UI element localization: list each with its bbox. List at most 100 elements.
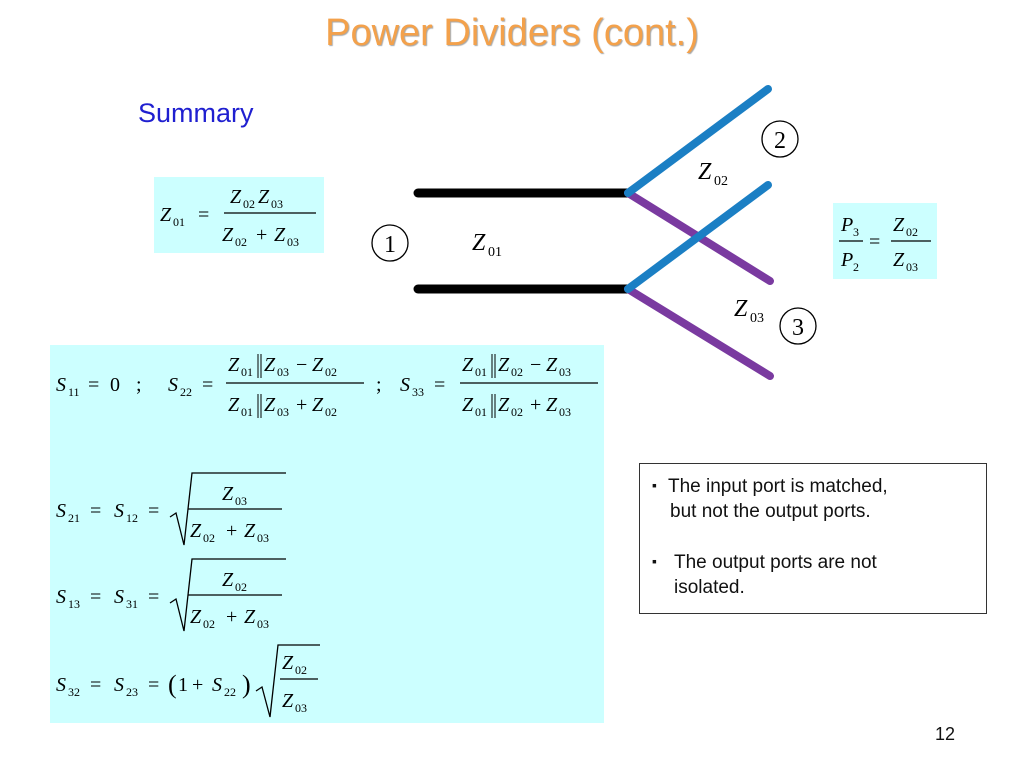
svg-text:=: = <box>88 374 99 396</box>
svg-text:Z: Z <box>244 606 256 628</box>
svg-text:03: 03 <box>295 701 307 715</box>
svg-text:Z: Z <box>264 394 276 416</box>
svg-text:S: S <box>114 674 124 696</box>
svg-text:Z: Z <box>893 214 905 236</box>
svg-text:Z: Z <box>282 652 294 674</box>
svg-text:+: + <box>226 520 237 542</box>
svg-text:Z: Z <box>462 354 474 376</box>
bullet-icon: ▪ <box>652 477 657 493</box>
z02-subscript: 02 <box>714 174 728 189</box>
svg-text:2: 2 <box>853 260 859 274</box>
svg-text:): ) <box>242 670 251 699</box>
svg-text:02: 02 <box>203 531 215 545</box>
svg-text:01: 01 <box>241 365 253 379</box>
svg-text:02: 02 <box>235 580 247 594</box>
svg-text:12: 12 <box>126 511 138 525</box>
svg-text:02: 02 <box>906 225 918 239</box>
svg-text:03: 03 <box>277 405 289 419</box>
svg-text:02: 02 <box>511 405 523 419</box>
note-item-2-line-1: The output ports are not <box>674 552 877 573</box>
svg-text:=: = <box>148 674 159 696</box>
port3-marker <box>779 307 817 345</box>
port2-marker <box>761 120 799 158</box>
port3-label: 3 <box>792 315 804 341</box>
svg-text:Z: Z <box>312 394 324 416</box>
svg-text:03: 03 <box>906 260 918 274</box>
note-item-1-line-2: but not the output ports. <box>670 501 871 522</box>
svg-text:03: 03 <box>277 365 289 379</box>
note-item-2-line-2: isolated. <box>674 577 745 598</box>
svg-text:Z: Z <box>546 394 558 416</box>
svg-text:22: 22 <box>224 685 236 699</box>
svg-text:Z: Z <box>312 354 324 376</box>
svg-text:−: − <box>530 354 541 376</box>
svg-text:22: 22 <box>180 385 192 399</box>
svg-text:Z: Z <box>222 483 234 505</box>
svg-text:Z: Z <box>498 354 510 376</box>
svg-text:01: 01 <box>241 405 253 419</box>
svg-text:13: 13 <box>68 597 80 611</box>
slide-title: Power Dividers (cont.) <box>325 12 699 54</box>
bullet-icon: ▪ <box>652 553 657 569</box>
svg-text:Z: Z <box>222 224 234 246</box>
svg-text:01: 01 <box>475 405 487 419</box>
svg-text:=: = <box>198 204 209 226</box>
svg-text:02: 02 <box>511 365 523 379</box>
svg-text:=: = <box>434 374 445 396</box>
notes-box: ▪ The input port is matched, but not the… <box>639 463 987 614</box>
svg-text:+: + <box>296 394 307 416</box>
svg-text:03: 03 <box>257 531 269 545</box>
note-item-1: ▪ The input port is matched, but not the… <box>652 474 982 524</box>
svg-text:11: 11 <box>68 385 80 399</box>
svg-text:Z: Z <box>462 394 474 416</box>
svg-text:(: ( <box>168 670 177 699</box>
svg-text:3: 3 <box>853 225 859 239</box>
port2-branch-top <box>624 85 772 197</box>
svg-text:Z: Z <box>264 354 276 376</box>
svg-text:Z: Z <box>222 569 234 591</box>
svg-text:S: S <box>56 374 66 396</box>
svg-text:01: 01 <box>173 215 185 229</box>
svg-text:−: − <box>296 354 307 376</box>
svg-text:P: P <box>840 249 853 271</box>
svg-text:02: 02 <box>243 197 255 211</box>
svg-text:33: 33 <box>412 385 424 399</box>
svg-text:S: S <box>212 674 222 696</box>
svg-text:Z: Z <box>230 186 242 208</box>
svg-text:03: 03 <box>559 365 571 379</box>
power-divider-diagram: 1 2 3 Z 01 Z 02 Z 03 <box>371 85 817 380</box>
svg-text:=: = <box>148 500 159 522</box>
svg-text:31: 31 <box>126 597 138 611</box>
svg-text:03: 03 <box>271 197 283 211</box>
svg-text:;: ; <box>376 374 382 396</box>
svg-text:S: S <box>168 374 178 396</box>
page-number: 12 <box>935 724 956 744</box>
port3-branch-bottom <box>624 285 774 380</box>
svg-text:;: ; <box>136 374 142 396</box>
svg-text:Z: Z <box>244 520 256 542</box>
svg-text:21: 21 <box>68 511 80 525</box>
slide-subtitle: Summary <box>138 98 254 128</box>
z02-symbol: Z <box>698 159 712 185</box>
svg-text:Z: Z <box>274 224 286 246</box>
port1-marker <box>371 224 409 262</box>
svg-text:=: = <box>869 231 880 253</box>
svg-text:Z: Z <box>190 520 202 542</box>
svg-text:=: = <box>90 674 101 696</box>
svg-text:=: = <box>148 586 159 608</box>
svg-text:02: 02 <box>295 663 307 677</box>
note-item-1-line-1: The input port is matched, <box>668 476 888 497</box>
port1-label: 1 <box>384 232 396 258</box>
svg-text:S: S <box>56 500 66 522</box>
svg-text:01: 01 <box>475 365 487 379</box>
svg-text:23: 23 <box>126 685 138 699</box>
svg-text:Z: Z <box>546 354 558 376</box>
svg-text:Z: Z <box>228 394 240 416</box>
